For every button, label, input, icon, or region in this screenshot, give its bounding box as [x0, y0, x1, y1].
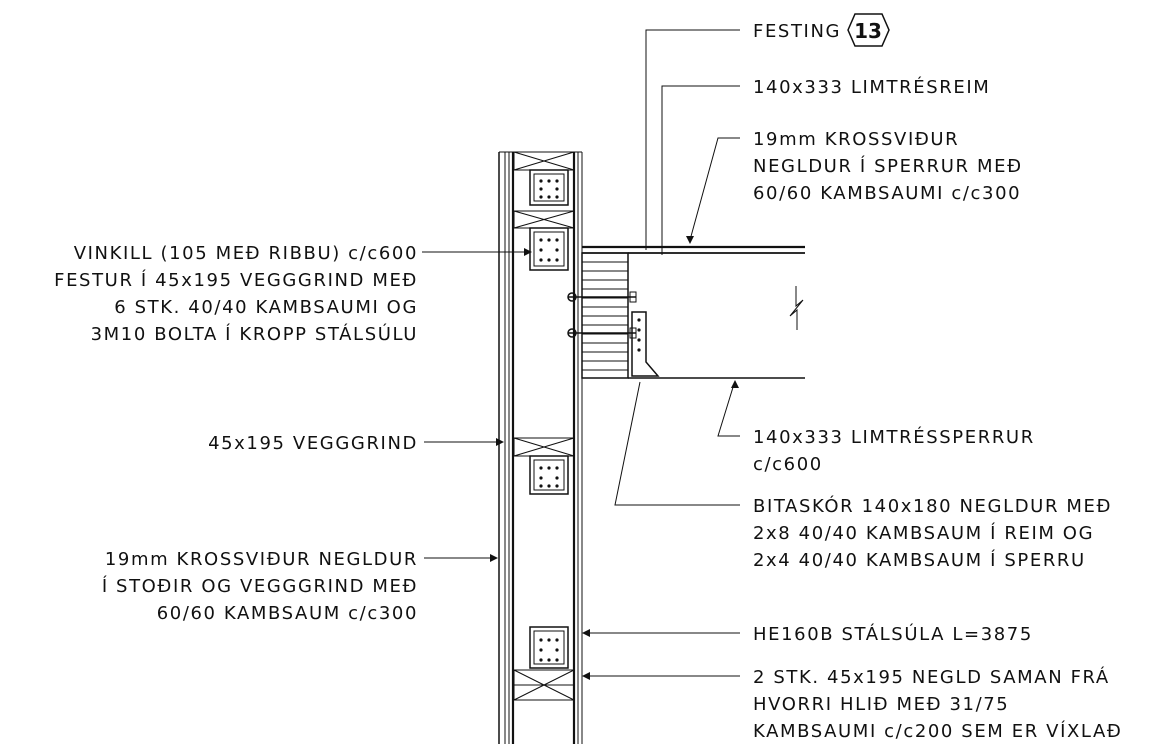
labels: FESTING 13 140x333 LIMTRÉSREIM 19mm KROS… — [54, 19, 1122, 742]
label-krossvidur-wall-1: 19mm KROSSVIÐUR NEGLDUR — [105, 549, 418, 570]
wall-blocking-double — [513, 669, 575, 701]
angle-bracket — [529, 227, 569, 271]
label-saman-2: HVORRI HLIÐ MEÐ 31/75 — [753, 694, 1009, 715]
label-reim: 140x333 LIMTRÉSREIM — [753, 76, 990, 98]
roof-assembly — [567, 245, 805, 379]
label-bitaskor-2: 2x8 40/40 KAMBSAUM Í REIM OG — [753, 522, 1094, 544]
label-vinkill-2: FESTUR Í 45x195 VEGGGRIND MEÐ — [54, 269, 418, 291]
bolt — [567, 291, 637, 303]
angle-bracket — [529, 169, 569, 206]
label-sperrur-2: c/c600 — [753, 454, 823, 475]
label-saman-1: 2 STK. 45x195 NEGLD SAMAN FRÁ — [753, 666, 1110, 688]
label-festing: FESTING — [753, 21, 841, 42]
wall-blocking — [513, 437, 575, 457]
label-krossvidur-roof-2: NEGLDUR Í SPERRUR MEÐ — [753, 155, 1023, 177]
label-stalsula: HE160B STÁLSÚLA L=3875 — [753, 623, 1033, 645]
label-vinkill-4: 3M10 BOLTA Í KROPP STÁLSÚLU — [91, 323, 418, 345]
label-krossvidur-roof-1: 19mm KROSSVIÐUR — [753, 129, 959, 150]
label-saman-3: KAMBSAUMI c/c200 SEM ER VÍXLAÐ — [753, 720, 1122, 742]
label-vinkill-1: VINKILL (105 MEÐ RIBBU) c/c600 — [74, 243, 418, 264]
angle-bracket — [529, 626, 569, 669]
wall-blocking-top — [513, 151, 575, 171]
label-krossvidur-wall-2: Í STOÐIR OG VEGGGRIND MEÐ — [102, 575, 418, 597]
label-krossvidur-wall-3: 60/60 KAMBSAUM c/c300 — [157, 603, 418, 624]
wall-assembly — [498, 151, 583, 744]
detail-number: 13 — [854, 19, 882, 43]
label-bitaskor-1: BITASKÓR 140x180 NEGLDUR MEÐ — [753, 495, 1112, 517]
label-krossvidur-roof-3: 60/60 KAMBSAUMI c/c300 — [753, 183, 1021, 204]
wall-blocking — [513, 210, 575, 229]
angle-bracket — [529, 455, 569, 495]
glulam-rim-beam — [581, 252, 629, 379]
bolt — [567, 327, 637, 339]
label-vinkill-3: 6 STK. 40/40 KAMBSAUMI OG — [114, 297, 418, 318]
label-sperrur-1: 140x333 LIMTRÉSSPERRUR — [753, 426, 1035, 448]
detail-number-tag — [847, 13, 890, 47]
label-veggrind: 45x195 VEGGGRIND — [208, 433, 418, 454]
glulam-rafter — [627, 252, 805, 379]
leader-lines — [422, 13, 890, 680]
joist-hanger — [631, 311, 660, 377]
label-bitaskor-3: 2x4 40/40 KAMBSAUM Í SPERRU — [753, 549, 1086, 571]
